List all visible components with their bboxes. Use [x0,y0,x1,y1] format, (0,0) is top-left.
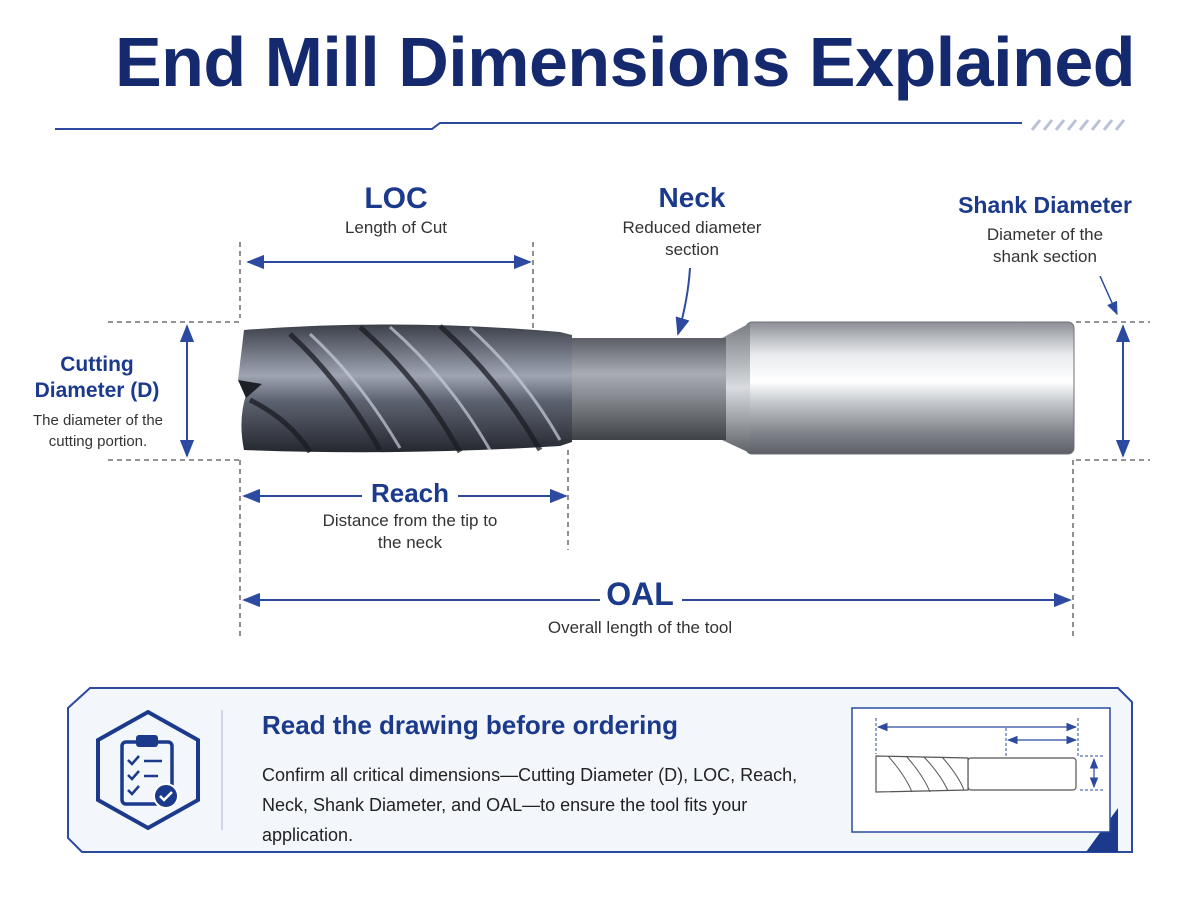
reach-subtitle: Distance from the tip to the neck [322,511,498,552]
neck-title: Neck [658,182,726,213]
shank-diameter-subtitle: Diameter of the shank section [986,225,1104,266]
shank-diameter-title: Shank Diameter [958,192,1132,218]
note-title: Read the drawing before ordering [262,710,679,740]
clipboard-check-icon [96,709,200,831]
end-mill-tool [238,321,1075,455]
oal-subtitle: Overall length of the tool [547,618,733,637]
page-title: End Mill Dimensions Explained [114,23,1136,101]
shank-taper [722,323,750,453]
neck-pointer [675,267,691,336]
neck [566,338,726,440]
flute-body [238,324,572,453]
thumbnail-drawing [851,707,1111,833]
shank [745,321,1075,455]
neck-subtitle: Reduced diameter section [622,218,762,259]
cutting-diameter-subtitle: The diameter of the cutting portion. [32,412,164,450]
note-body: Confirm all critical dimensions—Cutting … [262,765,798,845]
reach-title: Reach [370,478,450,508]
shank-pointer [1099,275,1118,316]
loc-subtitle: Length of Cut [344,218,448,237]
header-divider [55,119,1126,131]
cutting-diameter-title: Cutting Diameter (D) [34,353,160,402]
oal-title: OAL [606,576,674,612]
extension-lines [108,242,1150,636]
loc-title: LOC [364,182,428,215]
tip-notch [238,380,262,398]
